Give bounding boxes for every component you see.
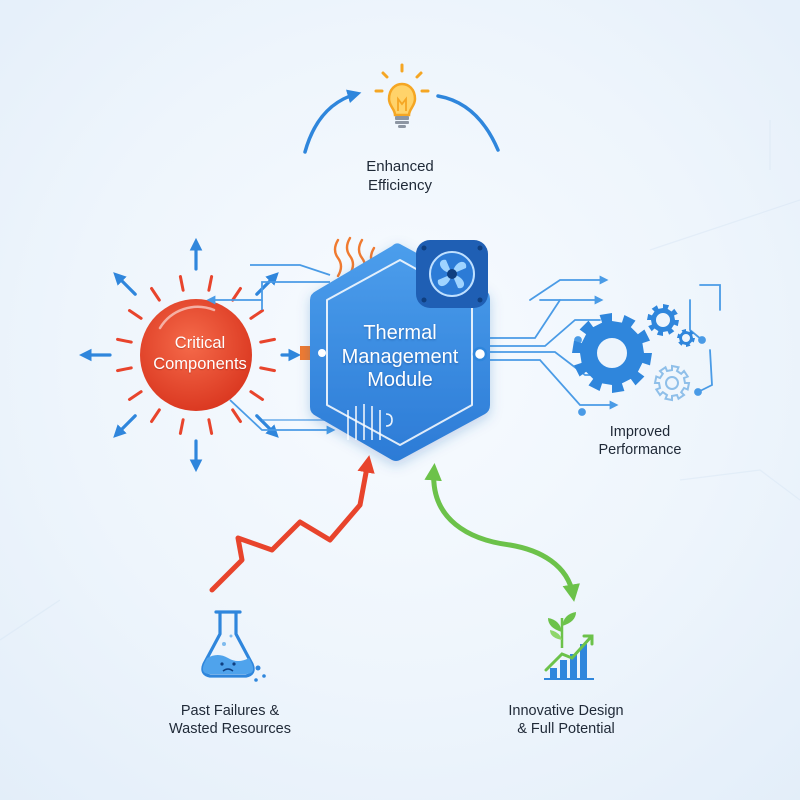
sun-ray [231, 286, 242, 302]
critical-sun-rays [116, 275, 276, 435]
innovative-label-line1: Innovative Design [508, 703, 624, 719]
thermal-label-line2: Management [341, 345, 459, 368]
critical-components-node [140, 299, 252, 411]
sun-ray [231, 408, 242, 424]
thermal-label-line1: Thermal [363, 322, 437, 344]
sun-ray [178, 275, 185, 292]
innovative-label-line2: & Full Potential [517, 721, 615, 738]
thermal-label-line3: Module [367, 369, 433, 392]
sun-ray [207, 275, 214, 292]
cooling-fan-icon [416, 240, 488, 308]
critical-outward-arrows [78, 237, 302, 473]
outward-arrow [113, 414, 137, 438]
outward-arrow [113, 272, 137, 296]
efficiency-label: Enhanced Efficiency [300, 158, 500, 196]
gear-hub [597, 338, 627, 368]
sun-ray [249, 309, 265, 320]
sun-ray [127, 390, 143, 401]
failures-label-line2: Wasted Resources [169, 721, 291, 738]
critical-components-label: Critical Components [130, 333, 270, 374]
innovation-curve-arrow [424, 463, 580, 602]
sun-ray [150, 408, 161, 424]
outward-arrow [255, 272, 279, 296]
sun-ray [259, 366, 276, 373]
efficiency-label-line2: Efficiency [368, 176, 432, 194]
outward-arrow [255, 414, 279, 438]
sun-ray [249, 390, 265, 401]
failures-label: Past Failures & Wasted Resources [130, 702, 330, 738]
failure-zigzag-arrow [209, 455, 375, 593]
gear-hub [656, 313, 670, 327]
failures-label-line1: Past Failures & [180, 703, 280, 719]
flask-icon [201, 610, 266, 682]
circuit-icon [489, 275, 721, 416]
performance-label-line2: Performance [598, 442, 682, 459]
thermal-module-label: Thermal Management Module [305, 322, 495, 393]
heat-sink-icon [347, 404, 393, 440]
hexagon-connector-dot [472, 346, 488, 362]
sun-ray [259, 337, 276, 344]
sun-ray [150, 286, 161, 302]
sun-ray [116, 337, 133, 344]
lightbulb-icon [374, 63, 430, 128]
sun-ray [127, 309, 143, 320]
performance-label: Improved Performance [540, 423, 740, 459]
sun-ray [178, 418, 185, 435]
growth-chart-icon [544, 612, 594, 680]
background-decoration [0, 120, 800, 641]
gear-icon [572, 304, 695, 402]
sun-ray [207, 418, 214, 435]
critical-label-line1: Critical [174, 334, 226, 352]
efficiency-arc [303, 89, 500, 154]
feedback-arrows [206, 264, 336, 435]
gear-shape [653, 364, 691, 402]
critical-highlight [158, 305, 216, 330]
innovative-label: Innovative Design & Full Potential [466, 702, 666, 738]
input-connector-dot [318, 349, 326, 357]
sun-ray [116, 366, 133, 373]
performance-label-line1: Improved [609, 424, 671, 440]
gear-hub [682, 334, 690, 342]
gear-hub [665, 376, 679, 390]
critical-label-line2: Components [153, 354, 247, 373]
efficiency-label-line1: Enhanced [366, 158, 434, 175]
